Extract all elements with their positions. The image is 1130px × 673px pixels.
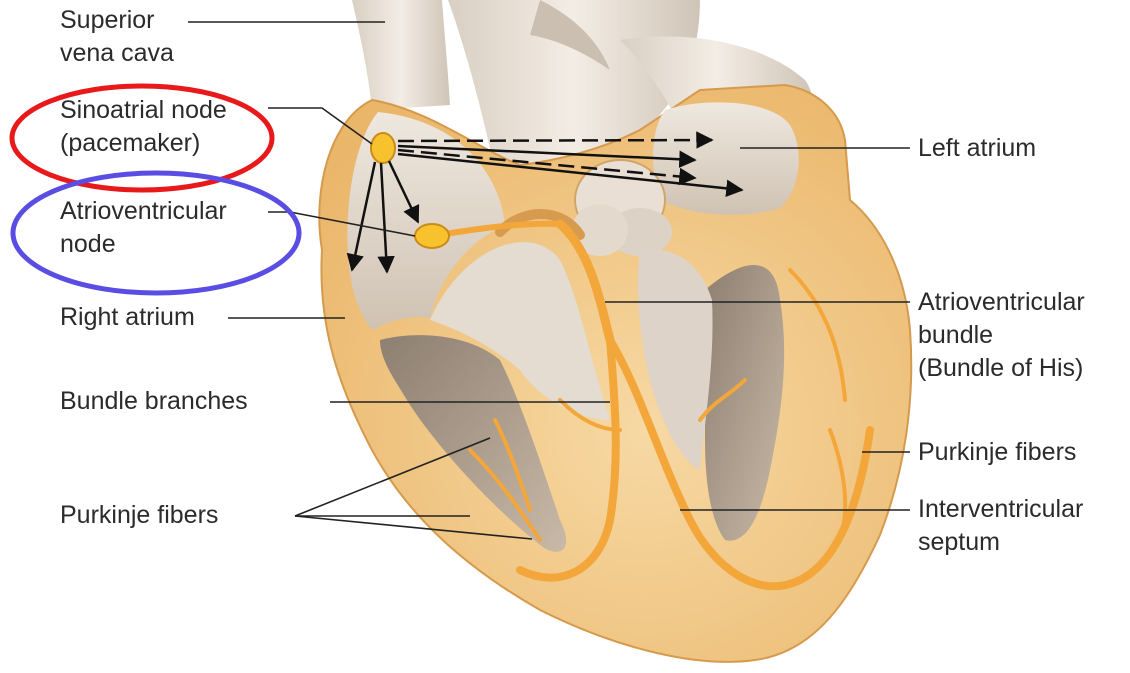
label-line: (pacemaker): [60, 127, 227, 160]
label-line: Purkinje fibers: [60, 499, 218, 532]
label-line: Atrioventricular: [918, 286, 1085, 319]
label-line: Left atrium: [918, 132, 1036, 165]
label-bundle-branches: Bundle branches: [60, 385, 248, 418]
label-line: Interventricular: [918, 493, 1083, 526]
label-purkinje-fibers-right: Purkinje fibers: [918, 436, 1076, 469]
label-purkinje-fibers-left: Purkinje fibers: [60, 499, 218, 532]
label-line: Sinoatrial node: [60, 94, 227, 127]
atrioventricular-node-marker: [415, 224, 449, 248]
label-line: vena cava: [60, 37, 174, 70]
label-line: Right atrium: [60, 301, 195, 334]
superior-vena-cava-vessel: [352, 0, 450, 110]
label-line: septum: [918, 526, 1083, 559]
label-left-atrium: Left atrium: [918, 132, 1036, 165]
label-right-atrium: Right atrium: [60, 301, 195, 334]
label-line: (Bundle of His): [918, 352, 1085, 385]
sinoatrial-node-marker: [371, 133, 395, 163]
label-line: Atrioventricular: [60, 195, 227, 228]
label-line: Superior: [60, 4, 174, 37]
label-line: node: [60, 228, 227, 261]
label-sinoatrial-node: Sinoatrial node(pacemaker): [60, 94, 227, 160]
label-line: bundle: [918, 319, 1085, 352]
label-line: Purkinje fibers: [918, 436, 1076, 469]
label-line: Bundle branches: [60, 385, 248, 418]
